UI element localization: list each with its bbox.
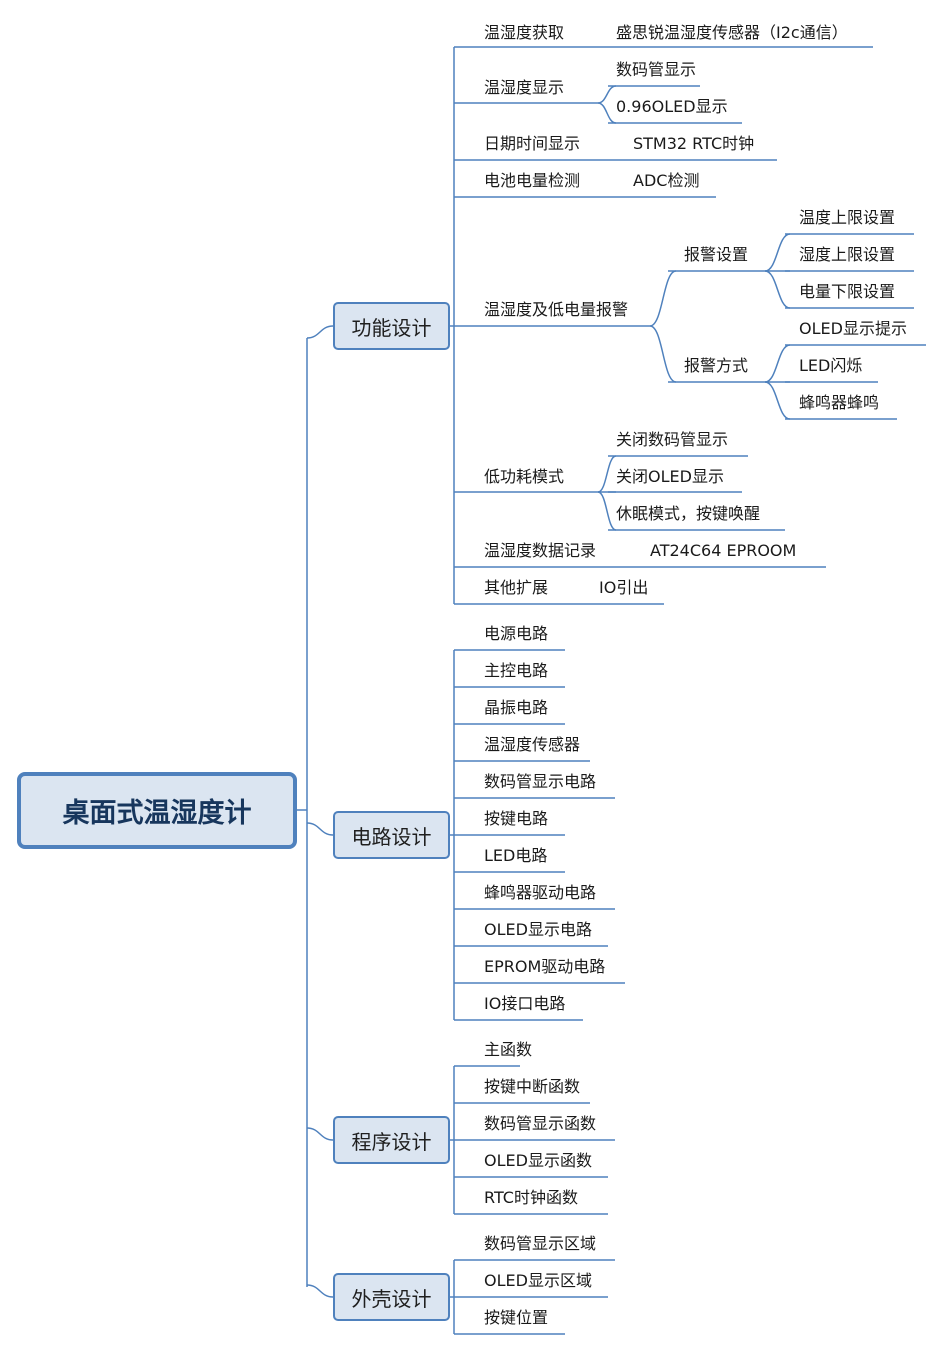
topic-node[interactable]: 关闭OLED显示 [616, 467, 724, 486]
branch-connector [306, 325, 334, 339]
sub-connector [764, 270, 791, 309]
topic-node[interactable]: 主函数 [484, 1040, 533, 1059]
branch-label: 电路设计 [351, 824, 432, 849]
branch-node-function-design[interactable]: 功能设计 [333, 302, 450, 350]
topic-node[interactable]: 晶振电路 [484, 698, 549, 717]
root-node[interactable]: 桌面式温湿度计 [17, 772, 297, 849]
topic-node[interactable]: 其他扩展 [484, 578, 549, 597]
topic-node[interactable]: STM32 RTC时钟 [633, 134, 755, 153]
topic-node[interactable]: 按键位置 [484, 1308, 549, 1327]
sub-connector [649, 325, 677, 383]
root-label: 桌面式温湿度计 [62, 798, 252, 829]
topic-node[interactable]: 报警设置 [684, 245, 749, 264]
topic-node[interactable]: 关闭数码管显示 [616, 430, 729, 449]
topic-node[interactable]: 休眠模式，按键唤醒 [616, 504, 761, 523]
topic-node[interactable]: AT24C64 EPROOM [650, 541, 797, 560]
topic-node[interactable]: 数码管显示电路 [484, 772, 597, 791]
sub-connector [764, 233, 791, 272]
topic-node[interactable]: RTC时钟函数 [484, 1188, 578, 1207]
topic-node[interactable]: 数码管显示区域 [484, 1234, 597, 1253]
topic-node[interactable]: 蜂鸣器驱动电路 [484, 883, 597, 902]
topic-node[interactable]: OLED显示电路 [484, 920, 592, 939]
sub-connector [764, 344, 791, 383]
branch-node-circuit-design[interactable]: 电路设计 [333, 811, 450, 859]
topic-node[interactable]: LED闪烁 [799, 356, 863, 375]
branch-label: 程序设计 [351, 1129, 432, 1154]
topic-node[interactable]: 蜂鸣器蜂鸣 [799, 393, 880, 412]
sub-connector [597, 102, 617, 124]
topic-node[interactable]: OLED显示函数 [484, 1151, 592, 1170]
branch-connector [306, 1284, 334, 1298]
sub-connector [764, 381, 791, 420]
topic-node[interactable]: 电池电量检测 [484, 171, 581, 190]
topic-node[interactable]: 数码管显示函数 [484, 1114, 597, 1133]
branch-connector [306, 1127, 334, 1141]
sub-connector [597, 491, 617, 531]
topic-node[interactable]: LED电路 [484, 846, 548, 865]
topic-node[interactable]: OLED显示区域 [484, 1271, 592, 1290]
topic-node[interactable]: EPROM驱动电路 [484, 957, 606, 976]
topic-node[interactable]: ADC检测 [633, 171, 700, 190]
topic-node[interactable]: 温度上限设置 [799, 208, 896, 227]
topic-node[interactable]: 温湿度及低电量报警 [484, 300, 629, 319]
topic-node[interactable]: 温湿度数据记录 [484, 541, 597, 560]
branch-label: 功能设计 [351, 315, 432, 340]
topic-node[interactable]: IO引出 [599, 578, 649, 597]
topic-node[interactable]: 0.96OLED显示 [616, 97, 728, 116]
branch-connector [306, 822, 334, 836]
branch-node-program-design[interactable]: 程序设计 [333, 1116, 450, 1164]
topic-node[interactable]: IO接口电路 [484, 994, 566, 1013]
topic-node[interactable]: 日期时间显示 [484, 134, 581, 153]
topic-node[interactable]: 数码管显示 [616, 60, 697, 79]
topic-node[interactable]: 盛思锐温湿度传感器（I2c通信） [616, 23, 848, 42]
topic-node[interactable]: 主控电路 [484, 661, 549, 680]
topic-node[interactable]: 按键中断函数 [484, 1077, 581, 1096]
topic-node[interactable]: 温湿度获取 [484, 23, 565, 42]
topic-node[interactable]: OLED显示提示 [799, 319, 907, 338]
topic-node[interactable]: 电源电路 [484, 624, 549, 643]
branch-node-enclosure-design[interactable]: 外壳设计 [333, 1273, 450, 1321]
branch-label: 外壳设计 [351, 1286, 432, 1311]
topic-node[interactable]: 按键电路 [484, 809, 549, 828]
sub-connector [649, 270, 677, 327]
topic-node[interactable]: 报警方式 [684, 356, 749, 375]
topic-node[interactable]: 温湿度传感器 [484, 735, 581, 754]
sub-connector [597, 85, 617, 104]
topic-node[interactable]: 电量下限设置 [799, 282, 896, 301]
sub-connector [597, 455, 617, 493]
topic-node[interactable]: 低功耗模式 [484, 467, 565, 486]
topic-node[interactable]: 温湿度显示 [484, 78, 565, 97]
topic-node[interactable]: 湿度上限设置 [799, 245, 896, 264]
